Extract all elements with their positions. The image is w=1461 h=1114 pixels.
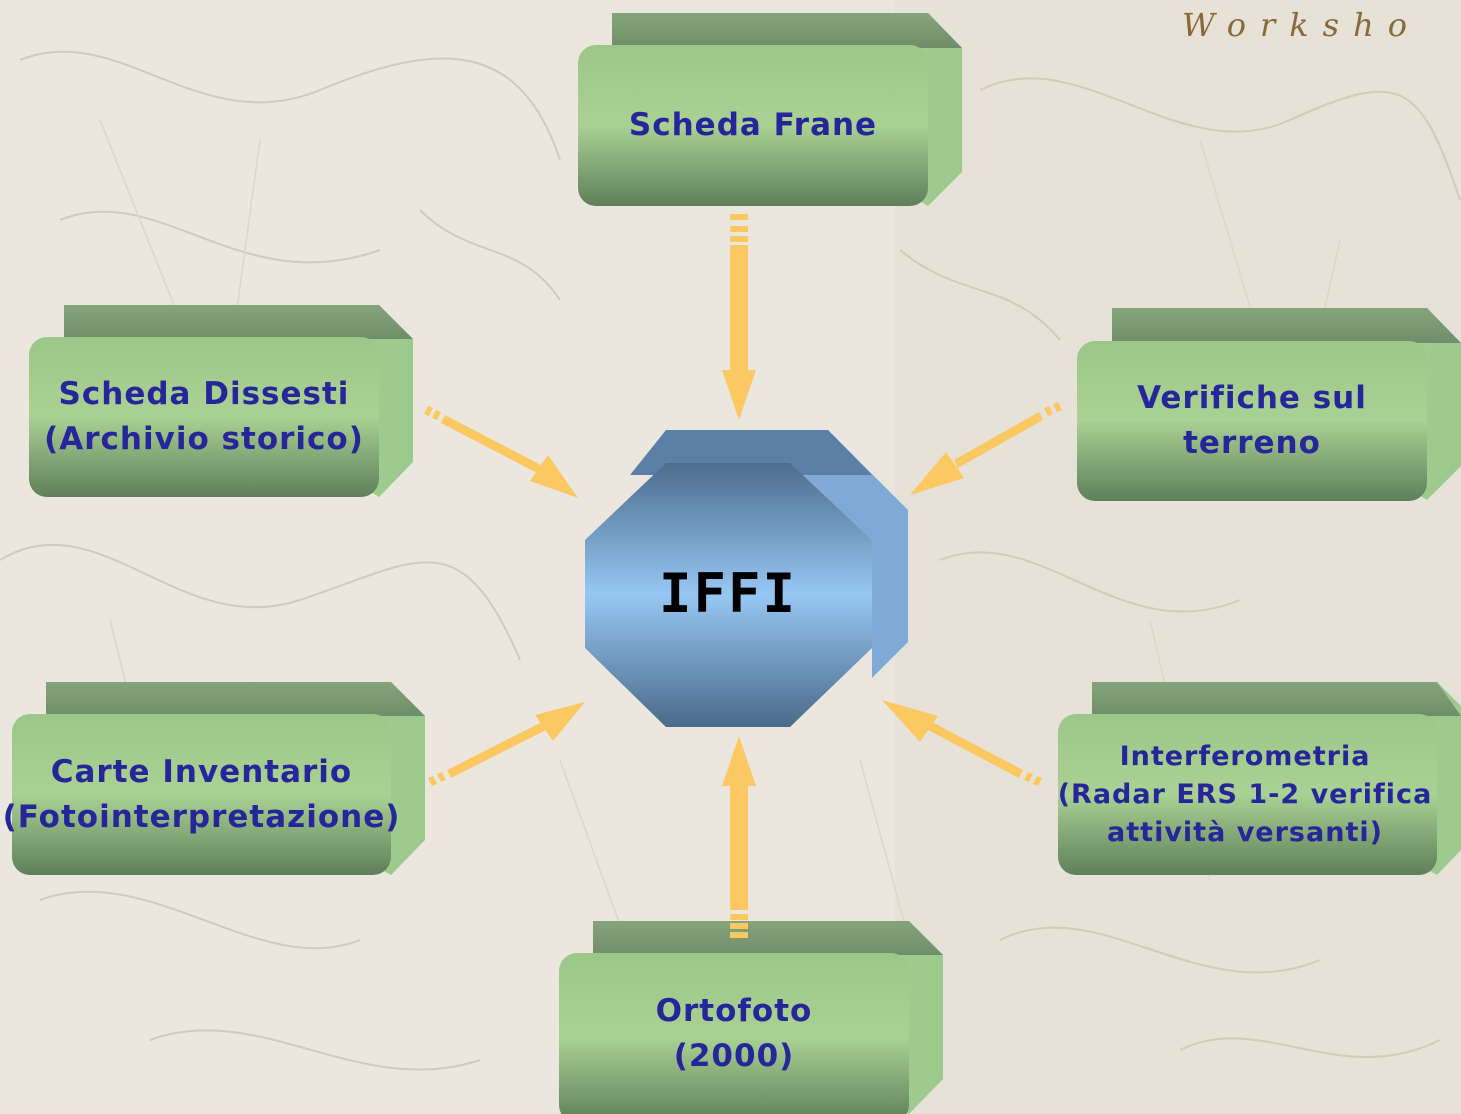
verifiche-terreno-line-2: terreno [1183, 425, 1321, 461]
source-box-scheda-frane [578, 13, 962, 206]
ortofoto-label: Ortofoto (2000) [559, 953, 909, 1114]
source-box-carte-inventario [12, 682, 425, 875]
iffi-hub-label: IFFI [658, 561, 798, 625]
arrow-verifiche-to-iffi [910, 402, 1062, 495]
source-box-interferometria [1058, 682, 1461, 875]
arrow-scheda-dissesti-to-iffi [424, 406, 578, 498]
carte-inventario-line-1: Carte Inventario [50, 753, 353, 790]
ortofoto-line-2: (2000) [673, 1037, 795, 1074]
workshop-header-label: Worksho [1182, 6, 1421, 44]
carte-inventario-label: Carte Inventario (Fotointerpretazione) [3, 714, 400, 875]
verifiche-terreno-line-1: Verifiche sul [1137, 380, 1367, 416]
iffi-hub-shape [585, 430, 908, 727]
scheda-frane-line-1: Scheda Frane [628, 107, 878, 143]
interferometria-label: Interferometria (Radar ERS 1-2 verifica … [1040, 714, 1450, 875]
source-box-ortofoto [559, 921, 943, 1114]
source-box-scheda-dissesti [29, 305, 413, 497]
arrow-carte-inventario-to-iffi [428, 702, 585, 786]
arrow-ortofoto-to-iffi [722, 736, 756, 938]
arrow-interferometria-to-iffi [882, 700, 1042, 786]
carte-inventario-line-2: (Fotointerpretazione) [2, 798, 401, 835]
scheda-dissesti-label: Scheda Dissesti (Archivio storico) [29, 337, 379, 497]
scheda-frane-label: Scheda Frane [578, 45, 928, 206]
arrow-scheda-frane-to-iffi [722, 214, 756, 420]
interferometria-line-2: (Radar ERS 1-2 verifica [1057, 778, 1433, 810]
interferometria-line-3: attività versanti) [1107, 816, 1383, 848]
interferometria-line-1: Interferometria [1119, 740, 1371, 772]
source-box-verifiche-terreno [1077, 308, 1461, 501]
ortofoto-line-1: Ortofoto [655, 992, 813, 1029]
verifiche-terreno-label: Verifiche sul terreno [1077, 341, 1427, 501]
scheda-dissesti-line-1: Scheda Dissesti [58, 376, 350, 412]
scheda-dissesti-line-2: (Archivio storico) [44, 421, 364, 457]
